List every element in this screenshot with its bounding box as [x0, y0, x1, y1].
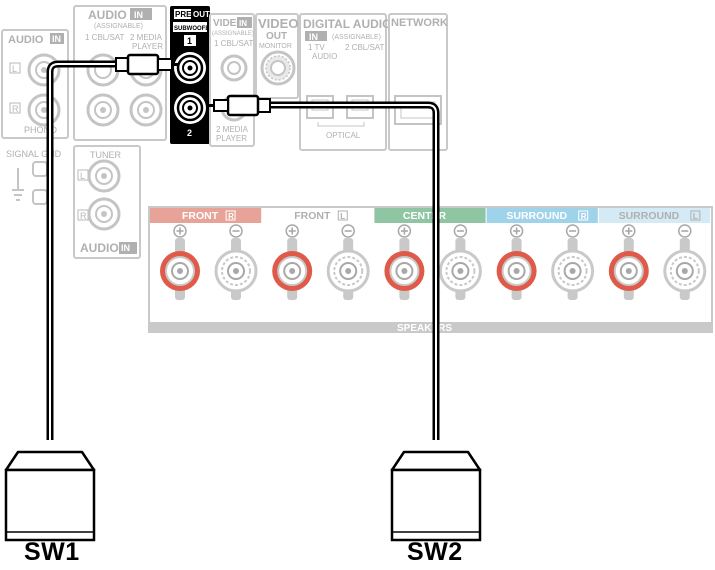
tuner-foot-title: AUDIO	[80, 241, 119, 255]
phono-ch-l: L	[12, 64, 17, 74]
audio-in-1-l-jack	[86, 53, 120, 87]
digital-col2: 2 CBL/SAT	[345, 43, 385, 52]
pre-out-subwoofer-section: PRE OUT SUBWOOFER 1 2	[170, 6, 214, 144]
sw1-label: SW1	[24, 538, 80, 566]
speaker-channel-side-box	[225, 210, 236, 221]
speaker-channel-name: FRONT	[182, 210, 219, 222]
phono-ch-r: R	[12, 104, 19, 114]
speaker-channel-side: L	[340, 212, 345, 221]
audio-in-assign-sub: (ASSIGNABLE)	[94, 23, 143, 30]
tuner-section: TUNER L R AUDIO IN	[73, 145, 141, 259]
phono-label: PHONO	[24, 125, 57, 135]
audio-in-phono-tag: IN	[52, 34, 61, 44]
sw2-rca-plug	[206, 94, 271, 117]
speaker-channel-header	[262, 208, 374, 223]
tuner-ch-l: L	[80, 171, 85, 181]
audio-in-assign-tag: IN	[134, 10, 143, 20]
speaker-channel-header	[486, 208, 598, 223]
video-out-title: VIDEO	[258, 16, 298, 31]
speaker-channel-header	[374, 208, 486, 223]
tuner-ch-r: R	[80, 211, 87, 221]
subwoofer-1	[4, 450, 96, 542]
digital-optical-label: OPTICAL	[326, 131, 361, 140]
speaker-channel-name: CENTER	[403, 210, 447, 222]
speaker-terminal-minus	[214, 224, 258, 300]
audio-in-phono-title: AUDIO	[8, 34, 44, 46]
speaker-channel-header	[150, 208, 262, 223]
digital-col1b: AUDIO	[312, 52, 337, 61]
video-out-monitor-jack	[260, 50, 296, 86]
speaker-channel-side-box	[578, 210, 589, 221]
digital-tag: IN	[309, 32, 318, 42]
phono-r-jack	[27, 93, 61, 127]
subwoofer-out-2-jack	[174, 92, 206, 124]
speaker-terminal-plus	[496, 224, 537, 300]
speaker-terminal-minus	[663, 224, 707, 300]
video-out-section: VIDEO OUT MONITOR	[255, 13, 299, 99]
video-in-1-jack	[220, 54, 248, 82]
video-out-monitor: MONITOR	[259, 43, 292, 50]
tuner-title: TUNER	[90, 150, 121, 160]
speaker-channel-side: R	[581, 212, 587, 221]
audio-in-assign-col2b: PLAYER	[132, 42, 163, 51]
speaker-channel-name: SURROUND	[506, 210, 567, 222]
speaker-channel-side: L	[693, 212, 698, 221]
audio-in-assign-col2a: 2 MEDIA	[130, 33, 163, 42]
video-in-col2b: PLAYER	[216, 134, 247, 143]
audio-in-assign-title: AUDIO	[88, 8, 127, 22]
video-in-title: VIDEO	[213, 18, 244, 29]
phono-l-jack	[27, 53, 61, 87]
subwoofer-2	[390, 450, 482, 542]
pre-out-tag-pre: PRE	[175, 10, 192, 19]
speaker-channel-side: R	[228, 212, 234, 221]
subwoofer-out-1-jack	[174, 52, 206, 84]
speaker-channel-header	[598, 208, 710, 223]
video-in-col1: 1 CBL/SAT	[214, 39, 254, 48]
digital-title: DIGITAL AUDIO	[303, 17, 391, 31]
speaker-terminal-plus	[384, 224, 425, 300]
tuner-r-jack	[87, 197, 121, 231]
signal-gnd-terminal	[12, 161, 52, 205]
speaker-channel-name: FRONT	[294, 210, 331, 222]
speaker-terminal-minus	[326, 224, 370, 300]
pre-out-num-1: 1	[187, 36, 192, 46]
speaker-terminal-minus	[438, 224, 482, 300]
video-in-section: VIDEO IN (ASSIGNABLE) 1 CBL/SAT 2 MEDIA …	[209, 13, 255, 147]
network-title: NETWORK	[391, 17, 448, 29]
video-out-sub: OUT	[266, 31, 287, 42]
speaker-channel-side-box	[337, 210, 348, 221]
sw1-rca-plug	[115, 53, 179, 76]
digital-sub: (ASSIGNABLE)	[332, 34, 381, 41]
speaker-terminal-plus	[608, 224, 649, 300]
pre-out-tag-out: OUT	[193, 10, 210, 19]
signal-gnd-label: SIGNAL GND	[6, 149, 62, 159]
speakers-title: SPEAKERS	[397, 323, 452, 334]
speaker-terminal-plus	[160, 224, 200, 300]
tuner-l-jack	[87, 159, 121, 193]
video-in-sub: (ASSIGNABLE)	[212, 31, 254, 37]
speaker-channel-side-box	[690, 210, 701, 221]
rca-cables	[46, 53, 440, 440]
audio-in-2-r-jack	[129, 93, 163, 127]
audio-in-assign-col1: 1 CBL/SAT	[85, 33, 125, 42]
speaker-terminal-plus	[272, 224, 313, 300]
tuner-foot-tag: IN	[121, 243, 130, 253]
video-in-col2a: 2 MEDIA	[216, 125, 249, 134]
sw2-label: SW2	[407, 538, 463, 566]
speakers-section: FRONT R FRONT L CENTER SURROUND R SURROUND L SPE…	[148, 206, 713, 334]
audio-in-phono-section: AUDIO IN L R PHONO SIGNAL GND	[1, 29, 69, 205]
pre-out-num-2: 2	[187, 128, 192, 138]
video-in-tag: IN	[239, 19, 247, 28]
digital-audio-section: DIGITAL AUDIO IN (ASSIGNABLE) 1 TV AUDIO…	[299, 13, 391, 151]
audio-in-1-r-jack	[86, 93, 120, 127]
speaker-terminal-minus	[551, 224, 595, 300]
speaker-channel-name: SURROUND	[619, 210, 680, 222]
pre-out-sub-label: SUBWOOFER	[174, 26, 214, 32]
digital-col1a: 1 TV	[308, 43, 325, 52]
